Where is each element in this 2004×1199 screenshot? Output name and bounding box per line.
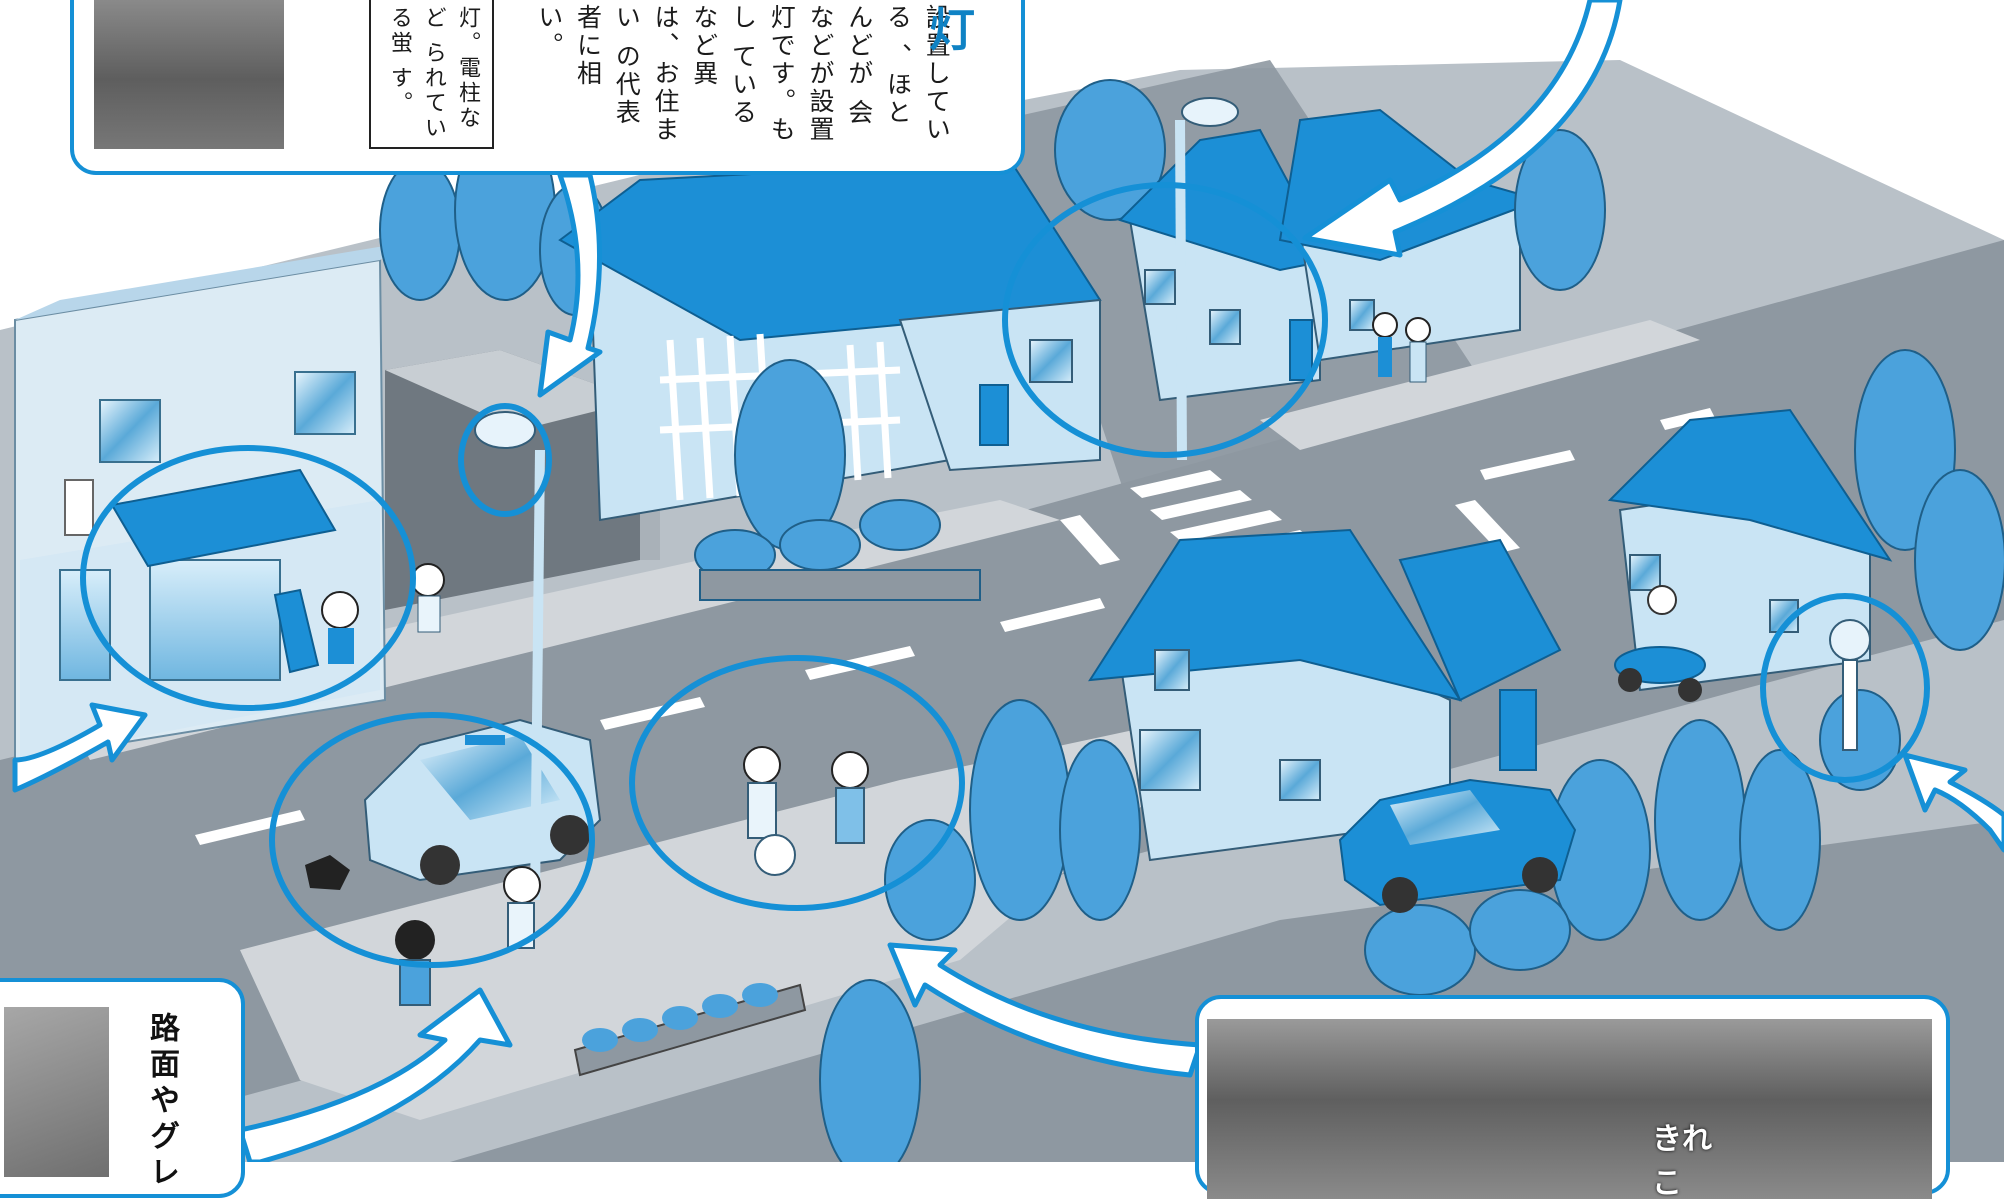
body-column: は、お住まい	[612, 4, 680, 144]
highlight-circle-cleanup	[629, 655, 965, 911]
highlight-circle-shop	[80, 445, 416, 711]
body-column: ているなど異	[689, 4, 758, 127]
callout-cleanup-activity: きれ こ	[1195, 995, 1950, 1199]
shrubs-center	[694, 359, 981, 601]
callout-note-box: 灯。電柱など られている蛍 す。	[369, 0, 494, 149]
body-column: 灯です。もし	[728, 4, 797, 144]
lane-markings	[195, 408, 1715, 845]
trees-lower	[819, 699, 1821, 1162]
road-surface-title: 路面やグレ	[144, 1012, 179, 1192]
street-lamp-left	[474, 411, 545, 901]
arrow-to-houses	[1302, 0, 1623, 258]
body-column: の代表者に相	[573, 4, 642, 127]
body-column: 会などが設置	[806, 4, 874, 144]
highlight-circles	[80, 182, 1930, 968]
highlight-circle-small-lamp	[1760, 593, 1930, 783]
blue-car	[1338, 778, 1577, 913]
callout-street-light-info: 灯。電柱など られている蛍 す。 設置している 、ほとんどが 会などが設置 灯で…	[70, 0, 1025, 175]
highlight-circle-police-car	[269, 712, 595, 968]
note-column: られている蛍	[386, 6, 446, 141]
road-surface-photo	[4, 1007, 109, 1177]
street-light-photo	[94, 0, 284, 149]
small-lamp-right	[1829, 619, 1871, 751]
highlight-circle-houses	[1002, 182, 1328, 458]
large-house-center	[558, 158, 1102, 522]
arrow-to-shop	[12, 702, 148, 793]
cleanup-activity-photo: きれ こ	[1207, 1019, 1932, 1199]
callout-body-text: 設置している 、ほとんどが 会などが設置 灯です。もし ているなど異 は、お住ま…	[529, 4, 955, 154]
flower-bed	[573, 983, 807, 1077]
house-center-right	[1088, 528, 1562, 862]
arrow-to-police-circle	[237, 987, 513, 1162]
callout-road-surface: 路面やグレ	[0, 978, 245, 1198]
arrow-to-lamp	[537, 172, 603, 398]
apartment-building	[14, 240, 420, 762]
body-column: い。	[534, 4, 564, 60]
stop-lines	[1060, 500, 1520, 565]
note-column: す。	[386, 66, 412, 116]
people	[321, 312, 1431, 1006]
highlight-circle-lamp	[458, 403, 552, 517]
pothole	[305, 855, 350, 890]
arrow-to-cleanup-circle	[887, 942, 1203, 1078]
street-lamp-top	[1175, 97, 1239, 461]
note-column: 灯。電柱など	[420, 6, 480, 131]
callout-title-fragment: 灯	[929, 3, 975, 57]
body-column: 、ほとんどが	[844, 4, 913, 127]
cleanup-sign-text: きれ こ	[1652, 1122, 1712, 1199]
callout-arrows	[12, 0, 2004, 1162]
arrow-to-small-lamp	[1902, 752, 2004, 853]
parking-area	[385, 350, 660, 610]
callout-note-text: 灯。電柱など られている蛍 す。	[382, 6, 484, 146]
sidewalk-right	[1260, 320, 1700, 450]
body-column: 設置している	[883, 4, 952, 144]
